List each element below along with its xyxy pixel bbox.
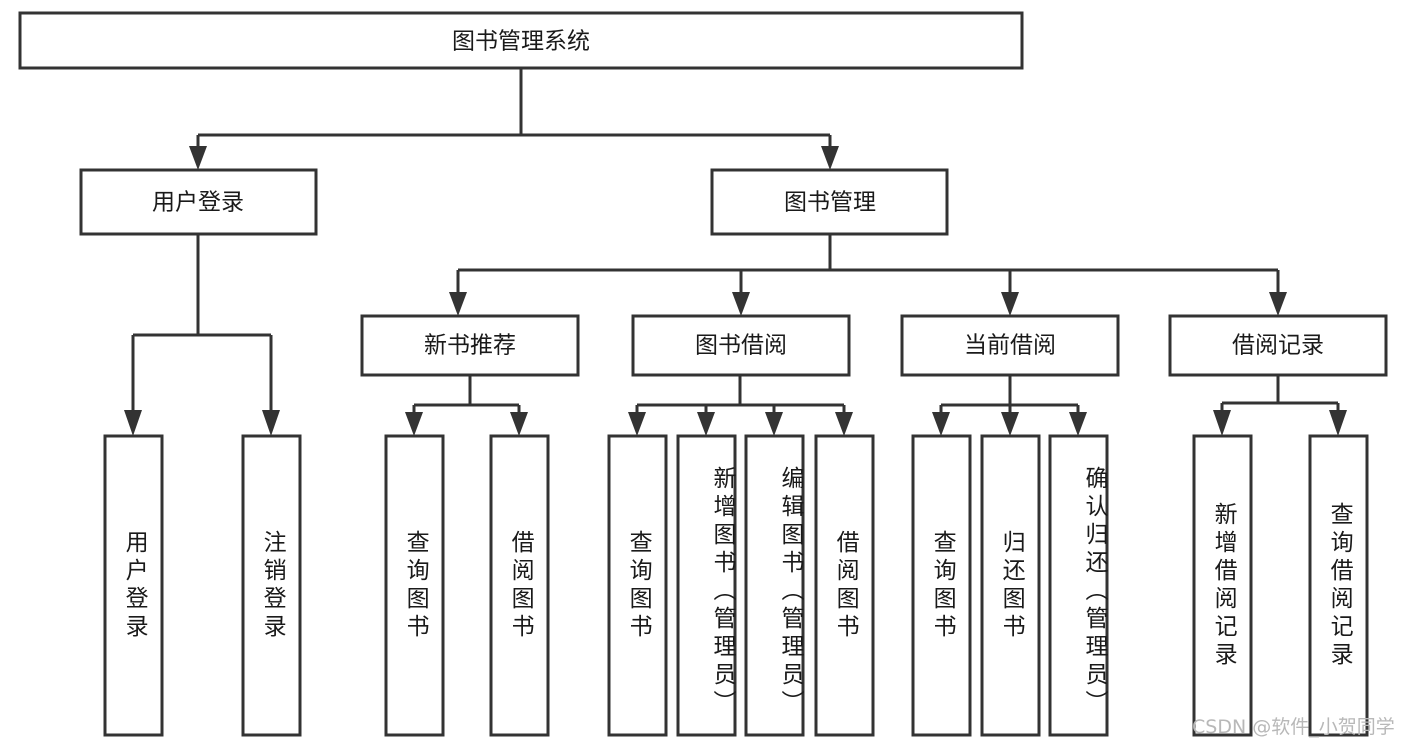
node-box-leaf-borrow-book-1[interactable] bbox=[489, 434, 550, 737]
arrow-head-user-login bbox=[189, 146, 207, 170]
arrow-head-leaf-query-book-3 bbox=[932, 412, 950, 436]
node-label-book-borrow: 图书借阅 bbox=[695, 333, 787, 359]
node-label-root: 图书管理系统 bbox=[452, 29, 590, 55]
arrow-head-leaf-add-record bbox=[1213, 410, 1231, 436]
arrow-head-leaf-logout bbox=[262, 410, 280, 436]
node-box-leaf-query-book-1[interactable] bbox=[384, 434, 445, 737]
node-box-new-book-rec[interactable] bbox=[360, 314, 580, 377]
arrow-head-leaf-query-book-2 bbox=[628, 412, 646, 436]
arrow-head-leaf-query-book-1 bbox=[405, 412, 423, 436]
arrow-head-leaf-return-book bbox=[1001, 412, 1019, 436]
node-label-book-manage: 图书管理 bbox=[784, 190, 876, 216]
node-box-leaf-edit-book[interactable] bbox=[744, 434, 805, 737]
arrow-head-leaf-confirm-return bbox=[1069, 412, 1087, 436]
arrow-head-leaf-query-record bbox=[1329, 410, 1347, 436]
node-box-leaf-query-book-2[interactable] bbox=[607, 434, 668, 737]
node-layer: 图书管理系统 用户登录 图书管理 新书推荐 图书借阅 当前借阅 借阅记录 bbox=[18, 11, 1388, 737]
csdn-watermark: CSDN @软件_小贺同学 bbox=[1192, 716, 1395, 738]
node-box-leaf-borrow-book-2[interactable] bbox=[814, 434, 875, 737]
node-box-book-borrow[interactable] bbox=[631, 314, 851, 377]
node-box-root[interactable] bbox=[18, 11, 1024, 70]
node-box-leaf-logout[interactable] bbox=[241, 434, 302, 737]
node-label-user-login: 用户登录 bbox=[152, 190, 244, 216]
arrow-head-borrow-record bbox=[1269, 292, 1287, 316]
node-label-borrow-record: 借阅记录 bbox=[1232, 333, 1324, 359]
node-box-book-manage[interactable] bbox=[710, 168, 949, 236]
arrow-head-leaf-borrow-book-1 bbox=[510, 412, 528, 436]
node-label-new-book-rec: 新书推荐 bbox=[424, 333, 516, 359]
node-box-leaf-add-record[interactable] bbox=[1192, 434, 1253, 737]
node-box-leaf-user-login[interactable] bbox=[103, 434, 164, 737]
node-box-borrow-record[interactable] bbox=[1168, 314, 1388, 377]
arrow-head-leaf-edit-book bbox=[765, 412, 783, 436]
arrow-head-book-borrow bbox=[732, 292, 750, 316]
node-label-current-borrow: 当前借阅 bbox=[964, 333, 1056, 359]
arrow-head-new-book-rec bbox=[449, 292, 467, 316]
connector-layer bbox=[124, 68, 1347, 436]
node-box-leaf-confirm-return[interactable] bbox=[1048, 434, 1109, 737]
arrow-head-current-borrow bbox=[1001, 292, 1019, 316]
node-box-user-login[interactable] bbox=[79, 168, 318, 236]
node-box-leaf-query-record[interactable] bbox=[1308, 434, 1369, 737]
node-box-leaf-add-book[interactable] bbox=[676, 434, 737, 737]
arrow-head-leaf-user-login bbox=[124, 410, 142, 436]
arrow-head-leaf-borrow-book-2 bbox=[835, 412, 853, 436]
arrow-head-book-manage bbox=[821, 146, 839, 170]
node-box-current-borrow[interactable] bbox=[900, 314, 1120, 377]
node-box-leaf-return-book[interactable] bbox=[980, 434, 1041, 737]
node-box-leaf-query-book-3[interactable] bbox=[911, 434, 972, 737]
arrow-head-leaf-add-book bbox=[697, 412, 715, 436]
